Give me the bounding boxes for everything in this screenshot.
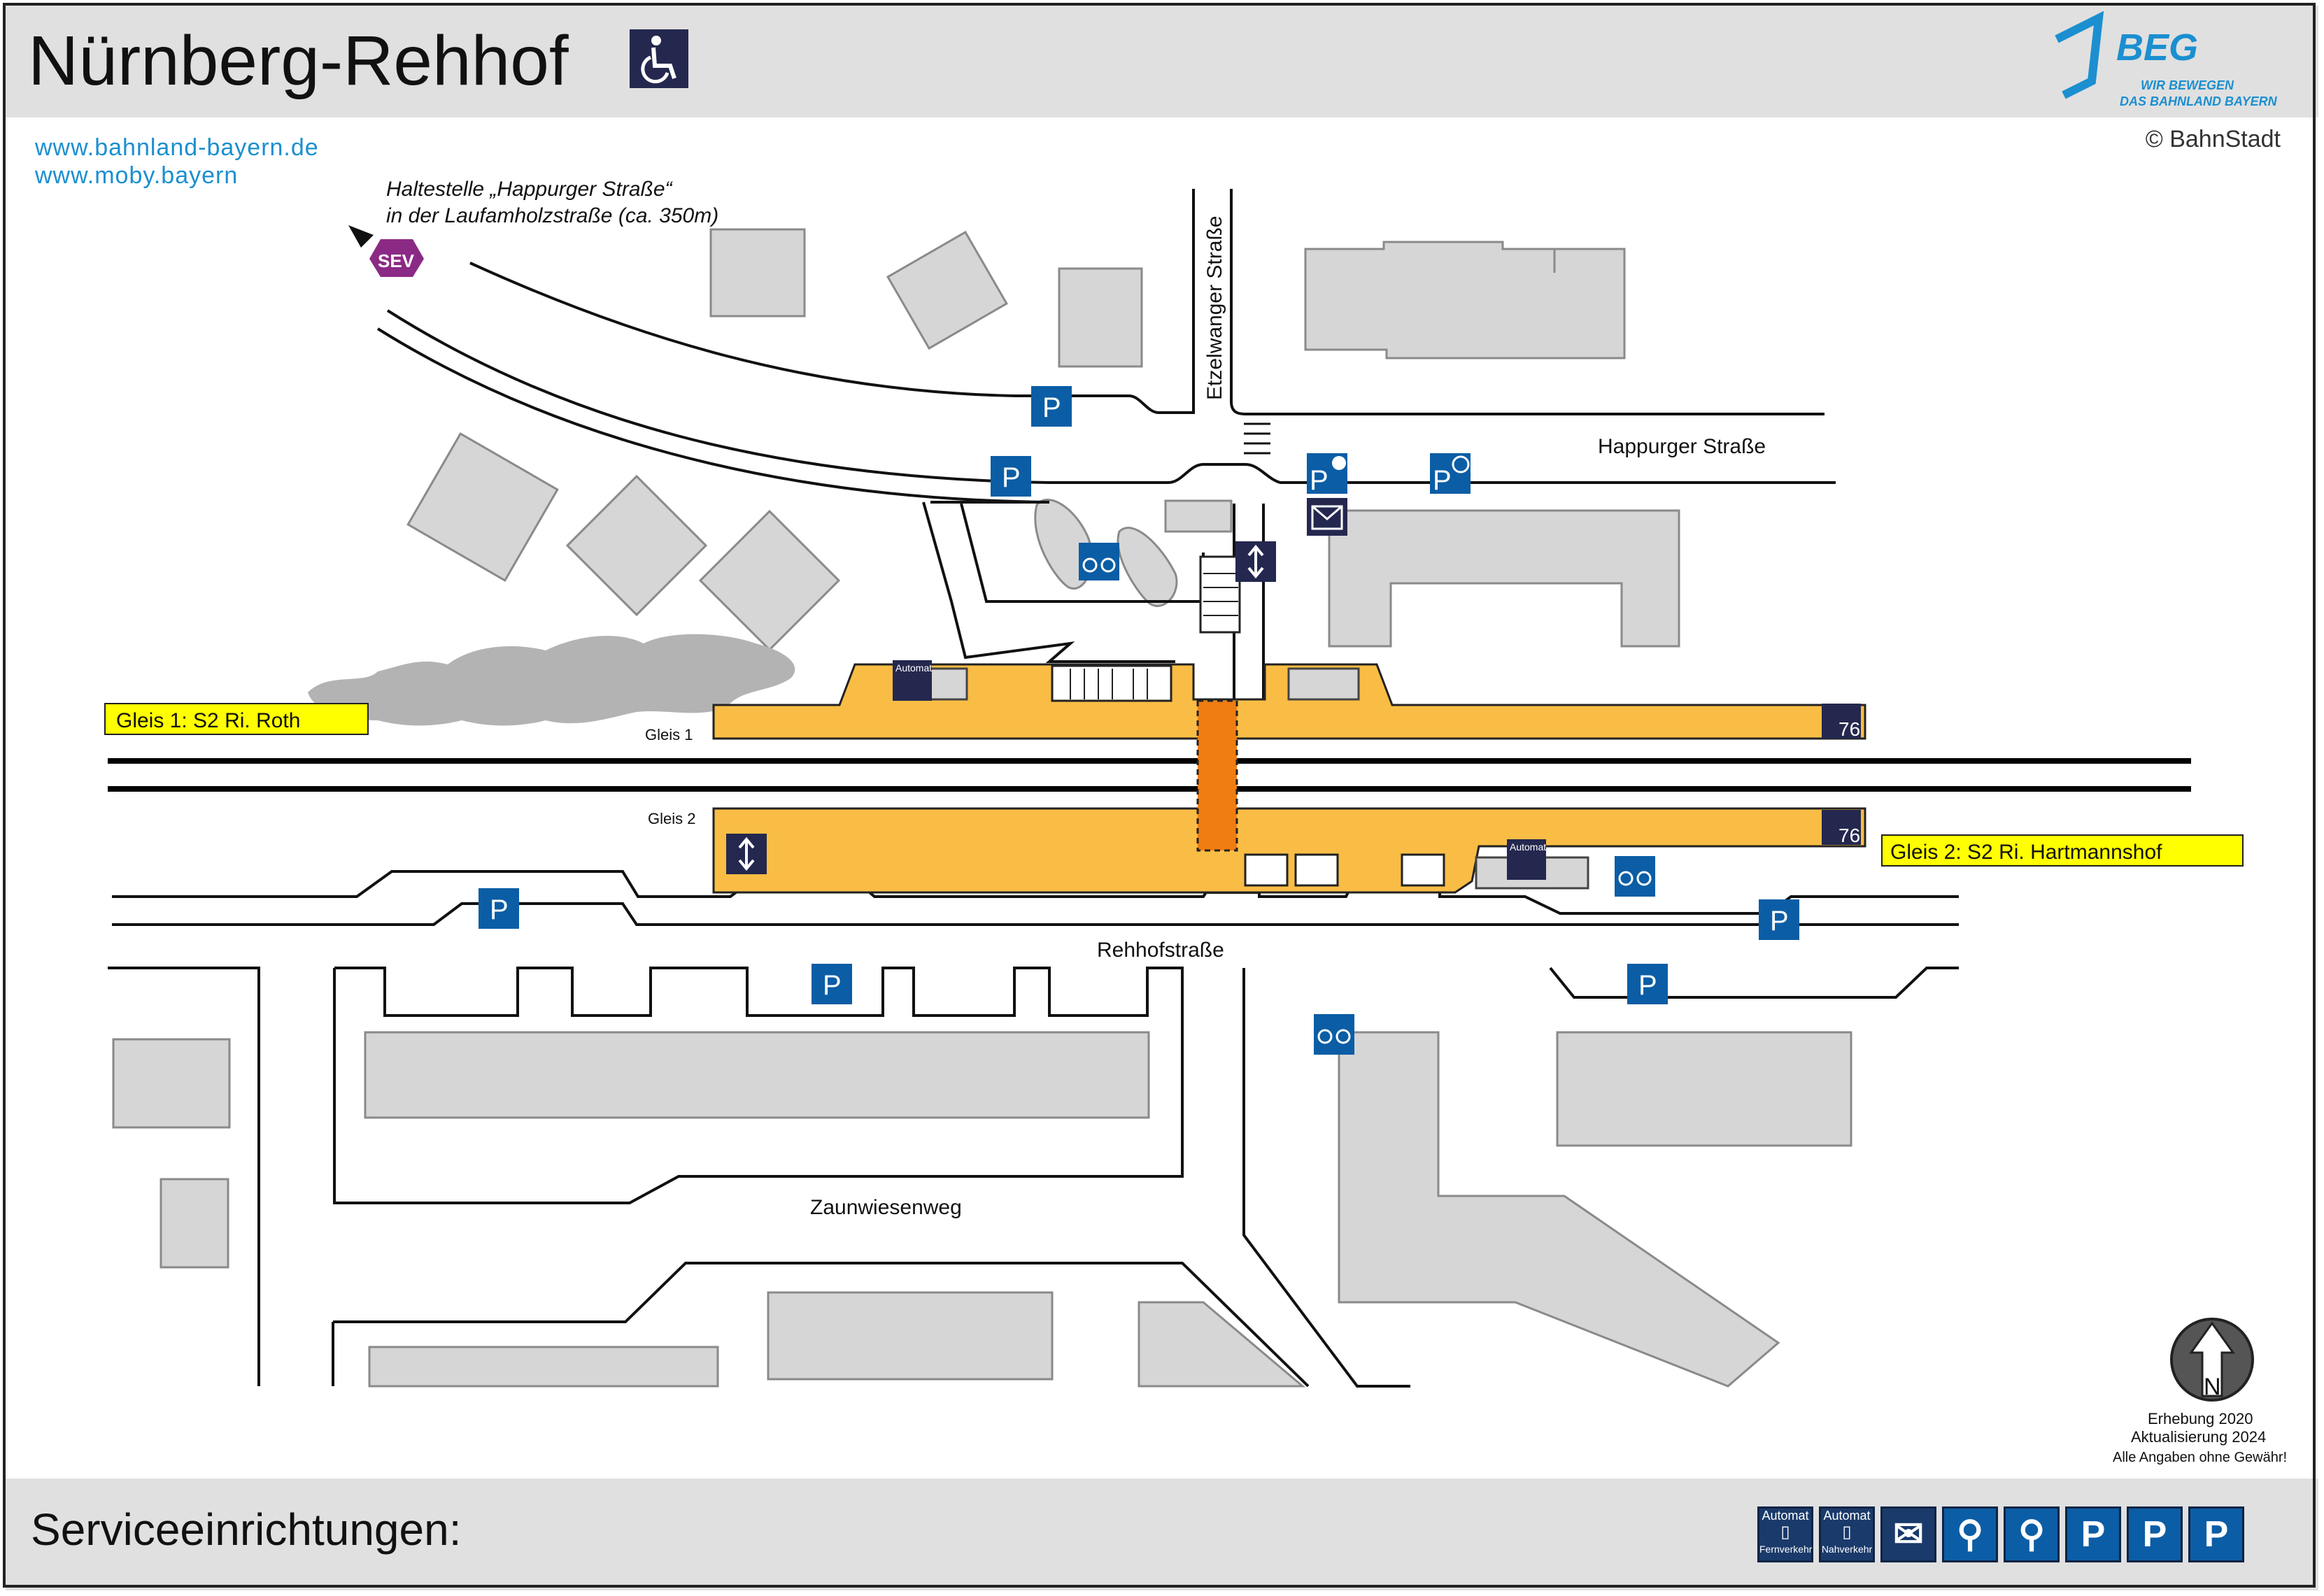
parking-icon [1031,386,1072,427]
building [886,230,1008,350]
services-legend: Automat ▯ Fernverkehr Automat ▯ Nahverke… [1757,1506,2244,1562]
header-bar [6,6,2318,117]
stairs-gleis-2-a [1244,853,1289,887]
platform-height-2-text: 76 [1838,825,1860,846]
building [1164,499,1233,533]
stairs-gleis-2-c [1401,853,1445,887]
beg-logo: BEG WIR BEWEGEN DAS BAHNLAND BAYERN [2055,11,2278,108]
svg-text:P: P [1310,465,1328,496]
svg-text:P: P [490,895,509,925]
stairs-to-street [1199,555,1241,634]
street-happurger: Happurger Straße [1598,435,1766,458]
street-rehhof: Rehhofstraße [1097,939,1224,962]
bike-parking-icon [1314,1014,1354,1055]
bike-parking-icon [1615,856,1655,897]
sev-note-line2: in der Laufamholzstraße (ca. 350m) [386,204,718,227]
building [709,228,806,318]
disclaimer: Alle Angaben ohne Gewähr! [2113,1450,2287,1465]
trees [308,634,795,726]
svg-text:P: P [1638,970,1657,1001]
sev-badge [369,239,424,277]
sev-note-line1: Haltestelle „Happurger Straße“ [386,178,674,201]
svg-text:P: P [1770,906,1789,936]
parking-icon [991,456,1031,497]
sev-label: SEV [378,250,415,271]
building [1117,527,1178,607]
short-term-parking-icon [1430,453,1471,494]
shelter [1287,667,1360,701]
parking-icon: P [2127,1506,2183,1562]
survey-line-1: Erhebung 2020 [2148,1410,2253,1427]
direction-gleis-2: Gleis 2: S2 Ri. Hartmannshof [1890,841,2162,864]
platform-height-2 [1822,810,1861,845]
building [767,1291,1054,1381]
covered-bike-parking-icon: ⚲ [1942,1506,1998,1562]
parking-icon [1759,899,1799,940]
disabled-parking-icon: P [2065,1506,2121,1562]
building [565,474,708,617]
platform-height-1-text: 76 [1838,718,1860,740]
parking-icon [812,964,852,1004]
svg-text:Automat: Automat [895,662,932,674]
north-label: N [2204,1374,2221,1400]
bike-parking-icon: ⚲ [2004,1506,2060,1562]
wheelchair-icon [630,29,688,88]
svg-text:P: P [823,970,842,1001]
building [1338,1031,1780,1388]
direction-box-gleis-2 [1881,834,2244,867]
direction-box-gleis-1 [104,703,369,735]
mailbox-icon: ✉ [1880,1506,1936,1562]
building [112,1038,231,1129]
gleis-1-label: Gleis 1 [645,726,693,743]
underpass [1196,699,1238,852]
building [1556,1031,1852,1147]
svg-text:Automat: Automat [1510,841,1546,853]
station-title: Nürnberg-Rehhof [28,22,569,100]
platform-gleis-2 [712,807,1866,894]
ticket-machine-icon [1507,839,1546,880]
building [1138,1301,1306,1388]
platform-height-1 [1822,704,1861,739]
platform-gleis-1 [712,663,1866,740]
services-title: Serviceeinrichtungen: [31,1504,462,1555]
building [1058,267,1143,368]
building [160,1178,229,1269]
beg-tagline-2: DAS BAHNLAND BAYERN [2120,94,2278,108]
survey-line-2: Aktualisierung 2024 [2131,1428,2266,1446]
short-term-parking-icon: P [2188,1506,2244,1562]
svg-text:P: P [1433,465,1452,496]
svg-text:P: P [1042,392,1061,423]
beg-tagline-1: WIR BEWEGEN [2141,78,2234,92]
street-etzelwanger: Etzelwanger Straße [1203,216,1226,400]
link-moby[interactable]: www.moby.bayern [35,162,239,189]
building [698,509,841,652]
parking-icon [1627,964,1668,1004]
parking-icon [479,888,519,929]
copyright-bahnstadt: © BahnStadt [2145,126,2281,152]
sev-arrow-icon [348,225,374,248]
ticket-machine-icon [893,660,932,701]
ticket-machine-long-distance-icon: Automat ▯ Fernverkehr [1757,1506,1813,1562]
stairs-gleis-2-b [1294,853,1339,887]
street-zaunwiesen: Zaunwiesenweg [810,1196,962,1219]
building [1328,509,1680,648]
gleis-2-label: Gleis 2 [648,810,695,827]
svg-text:P: P [1002,462,1021,493]
building [364,1031,1150,1119]
building [368,1346,719,1388]
link-bahnland[interactable]: www.bahnland-bayern.de [35,134,319,161]
building [1304,241,1626,359]
parking-icons [479,386,1799,1004]
ticket-machine-regional-icon: Automat ▯ Nahverkehr [1819,1506,1875,1562]
direction-gleis-1: Gleis 1: S2 Ri. Roth [116,709,300,732]
building [406,432,559,583]
map-frame [3,3,2316,1588]
beg-logo-text: BEG [2116,27,2198,69]
